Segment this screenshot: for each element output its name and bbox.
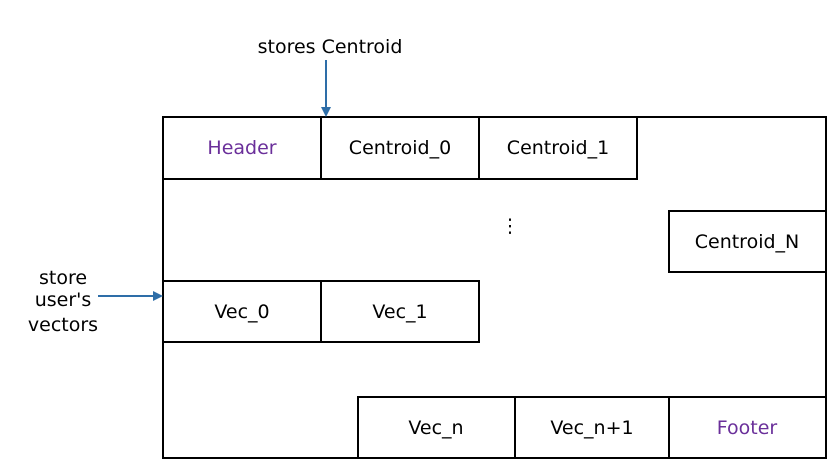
storage-block [162, 116, 827, 459]
cell-vec-0: Vec_0 [162, 280, 322, 343]
footer-label: Footer [717, 417, 778, 439]
centroid-annotation: stores Centroid [258, 36, 403, 58]
vec-n-plus-1-label: Vec_n+1 [550, 417, 633, 439]
vec-n-label: Vec_n [408, 417, 463, 439]
cell-centroid-n: Centroid_N [668, 210, 827, 273]
vectors-annotation-line-2: user's [35, 289, 92, 311]
centroid-n-label: Centroid_N [695, 231, 800, 253]
cell-centroid-0: Centroid_0 [320, 116, 480, 180]
vec-0-label: Vec_0 [214, 301, 269, 323]
header-label: Header [207, 137, 276, 159]
cell-header: Header [162, 116, 322, 180]
cell-footer: Footer [668, 396, 827, 459]
centroid-0-label: Centroid_0 [349, 137, 451, 159]
cell-vec-1: Vec_1 [320, 280, 480, 343]
centroid-1-label: Centroid_1 [507, 137, 609, 159]
cell-vec-n-plus-1: Vec_n+1 [514, 396, 670, 459]
cell-centroid-1: Centroid_1 [478, 116, 638, 180]
ellipsis-dots: ⋮ [501, 215, 520, 237]
vectors-annotation-line-1: store [39, 267, 87, 289]
vec-1-label: Vec_1 [372, 301, 427, 323]
cell-vec-n: Vec_n [357, 396, 516, 459]
vectors-annotation-line-3: vectors [28, 314, 98, 336]
